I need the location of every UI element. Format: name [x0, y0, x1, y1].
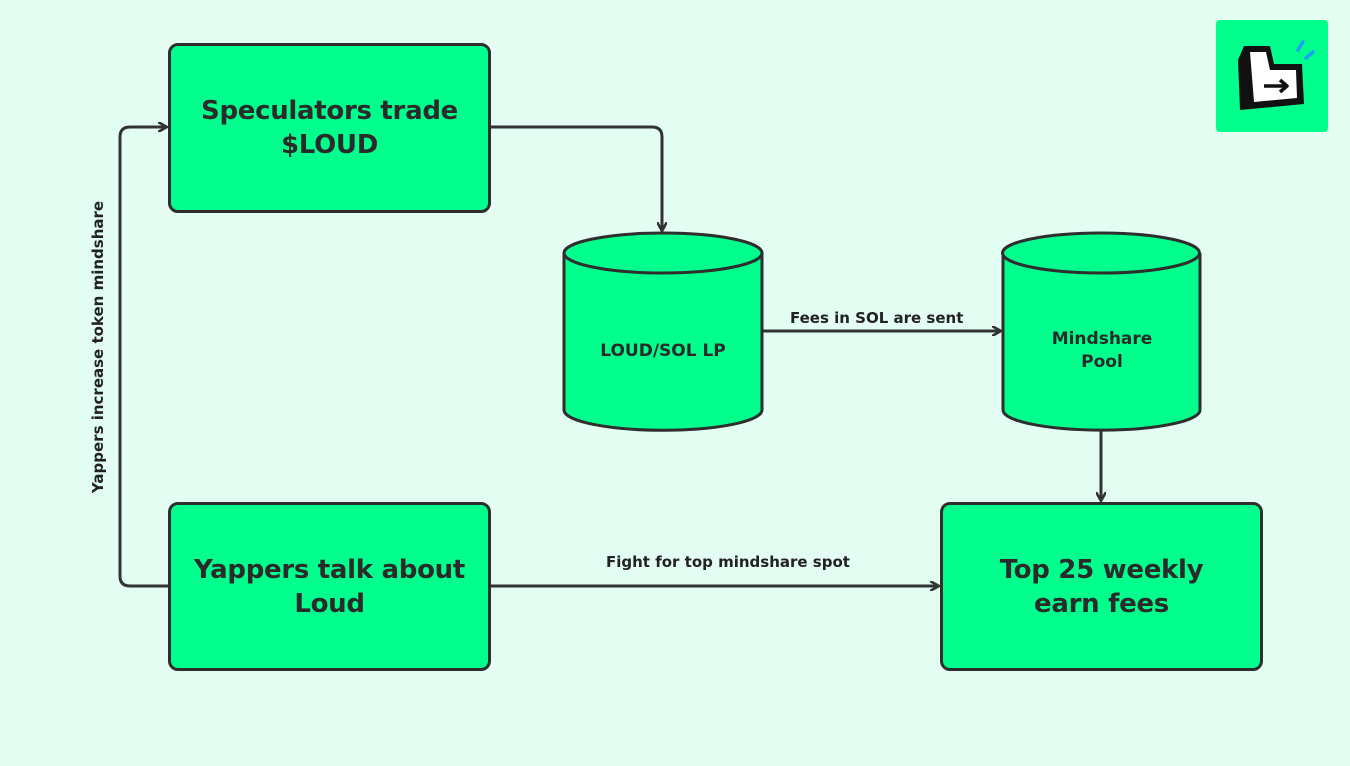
edge-yappers-to-speculators — [118, 127, 168, 588]
edge-speculators-to-lp — [490, 125, 662, 230]
node-lp-label: LOUD/SOL LP — [600, 341, 726, 361]
node-speculators-label: Speculators trade $LOUD — [201, 96, 458, 160]
node-yappers: Yappers talk about Loud — [168, 502, 491, 671]
loud-logo — [1216, 20, 1328, 132]
lp-cylinder — [562, 231, 764, 432]
edge-mindshare-label: Yappers increase token mindshare — [89, 200, 107, 494]
node-top25: Top 25 weekly earn fees — [940, 502, 1263, 671]
node-top25-label: Top 25 weekly earn fees — [999, 554, 1204, 619]
pool-cylinder — [1001, 231, 1202, 432]
edge-fees-label: Fees in SOL are sent — [790, 309, 964, 327]
node-speculators: Speculators trade $LOUD — [168, 43, 491, 213]
node-pool-label: Mindshare Pool — [1051, 329, 1153, 372]
edge-fight-label: Fight for top mindshare spot — [606, 553, 850, 571]
loud-logo-icon — [1238, 40, 1315, 110]
node-yappers-label: Yappers talk about Loud — [194, 554, 465, 619]
